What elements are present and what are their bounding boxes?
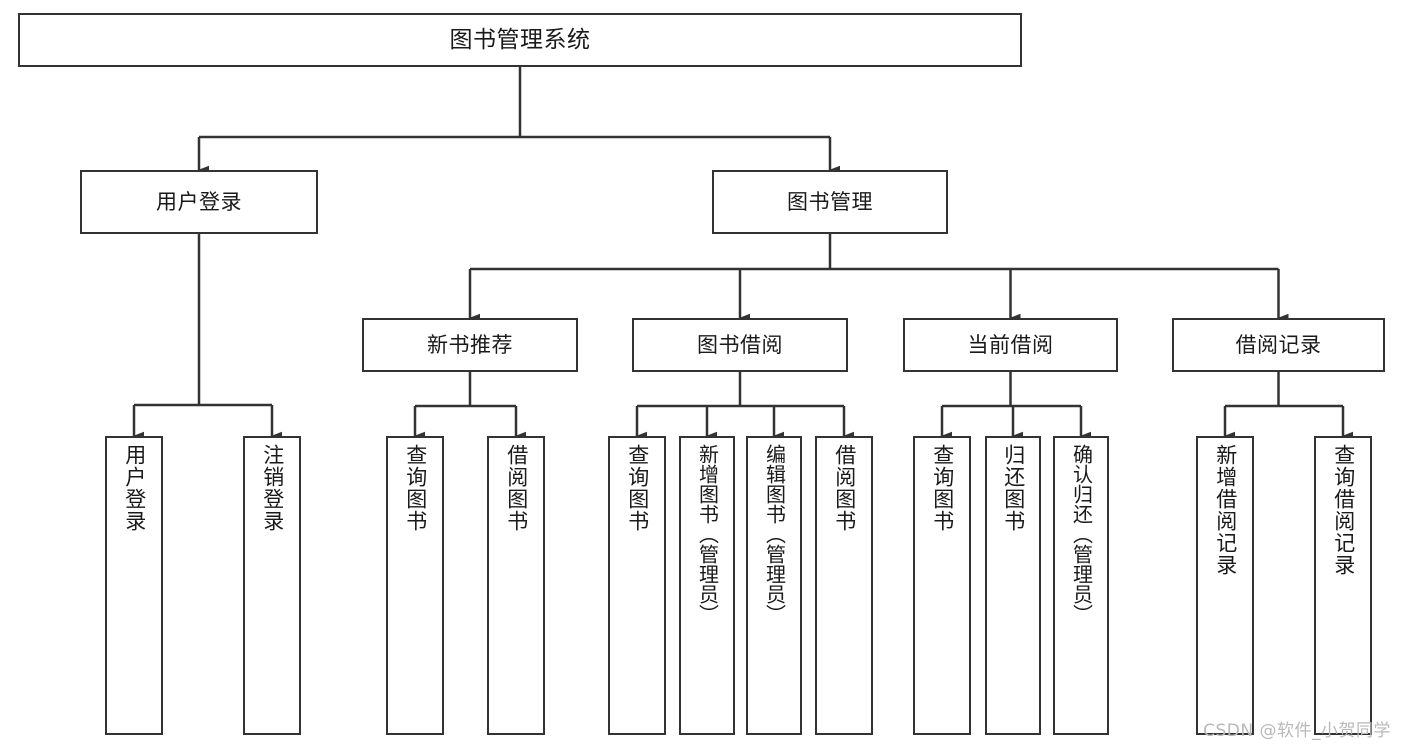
node-label: 查询图书 xyxy=(930,444,955,532)
edge-group xyxy=(132,67,1353,441)
node-label: 当前借阅 xyxy=(967,332,1054,357)
node-label: 新书推荐 xyxy=(427,332,513,357)
node-leaf-cb-query[interactable]: 查询图书 xyxy=(913,436,971,735)
node-l2-book-mgmt[interactable]: 图书管理 xyxy=(712,170,948,234)
watermark-label: CSDN @软件_小贺同学 xyxy=(1203,721,1391,741)
node-label: 借阅图书 xyxy=(504,444,529,532)
node-l3-current-borrow[interactable]: 当前借阅 xyxy=(903,318,1118,372)
node-label: 新增借阅记录 xyxy=(1213,444,1238,576)
node-leaf-rec-query[interactable]: 查询图书 xyxy=(386,436,444,735)
node-label: 编辑图书（管理员） xyxy=(762,444,787,624)
node-label: 注销登录 xyxy=(260,444,285,532)
node-l3-book-borrow[interactable]: 图书借阅 xyxy=(632,318,848,372)
node-leaf-bb-query[interactable]: 查询图书 xyxy=(608,436,666,735)
node-leaf-br-query[interactable]: 查询借阅记录 xyxy=(1314,436,1372,735)
node-leaf-cb-return[interactable]: 归还图书 xyxy=(985,436,1041,735)
node-leaf-cb-confirm[interactable]: 确认归还（管理员） xyxy=(1053,436,1109,735)
node-leaf-user-login[interactable]: 用户登录 xyxy=(105,436,163,735)
node-label: 借阅记录 xyxy=(1235,332,1322,357)
node-label: 查询图书 xyxy=(625,444,650,532)
node-label: 查询借阅记录 xyxy=(1331,444,1356,576)
node-label: 归还图书 xyxy=(1001,444,1026,532)
node-label: 用户登录 xyxy=(156,189,242,214)
node-leaf-bb-edit[interactable]: 编辑图书（管理员） xyxy=(746,436,802,735)
node-l3-borrow-record[interactable]: 借阅记录 xyxy=(1172,318,1385,372)
node-leaf-bb-borrow[interactable]: 借阅图书 xyxy=(815,436,873,735)
node-leaf-rec-borrow[interactable]: 借阅图书 xyxy=(487,436,545,735)
node-l2-user-login[interactable]: 用户登录 xyxy=(80,170,318,234)
node-label: 借阅图书 xyxy=(832,444,857,532)
node-label: 图书管理系统 xyxy=(449,26,591,53)
node-label: 用户登录 xyxy=(122,444,147,532)
node-label: 确认归还（管理员） xyxy=(1069,444,1094,624)
node-leaf-bb-add[interactable]: 新增图书（管理员） xyxy=(679,436,735,735)
node-root[interactable]: 图书管理系统 xyxy=(18,13,1022,67)
node-label: 图书借阅 xyxy=(697,332,783,357)
node-leaf-user-logout[interactable]: 注销登录 xyxy=(243,436,301,735)
node-label: 图书管理 xyxy=(787,189,873,214)
node-label: 新增图书（管理员） xyxy=(695,444,720,624)
node-leaf-br-add[interactable]: 新增借阅记录 xyxy=(1196,436,1254,735)
node-l3-new-book-rec[interactable]: 新书推荐 xyxy=(362,318,578,372)
node-label: 查询图书 xyxy=(403,444,428,532)
